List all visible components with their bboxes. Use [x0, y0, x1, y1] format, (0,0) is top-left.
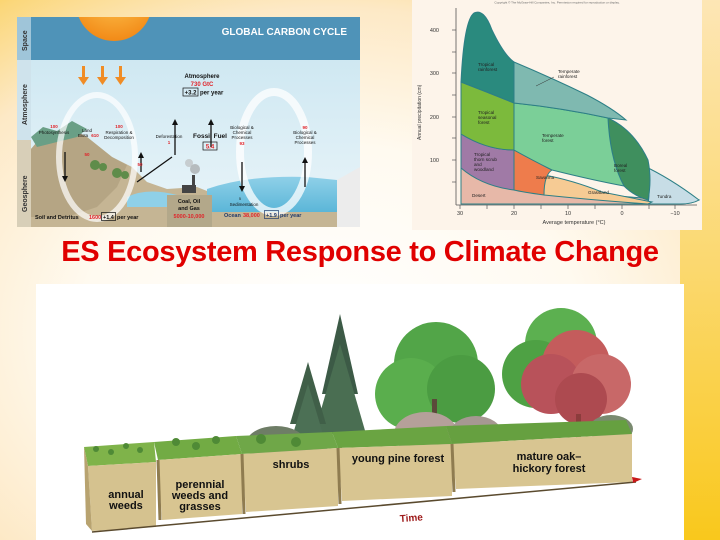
y-tick-300: 300	[430, 71, 439, 77]
land-biota-label2: Biota	[78, 133, 89, 138]
atmosphere-label: Atmosphere	[184, 74, 220, 80]
bio-chem-up-label3: Processes	[294, 140, 316, 145]
bio-chem-up-value: 90	[302, 125, 308, 130]
bio-chem-down-label3: Processes	[231, 135, 253, 140]
x-axis-label: Average temperature (°C)	[543, 220, 606, 226]
fossil-fuel-label: Fossil Fuel	[193, 133, 227, 140]
photosynthesis-value: 100	[50, 124, 58, 129]
stage-annual-weeds-line2: weeds	[108, 500, 143, 512]
respiration-value: 100	[115, 124, 123, 129]
time-arrow-icon	[632, 477, 642, 483]
land-biota-label: Land	[82, 128, 93, 133]
layer-atmosphere: Atmosphere	[22, 84, 29, 125]
succession-illustration: annual weeds perennial weeds and grasses…	[36, 284, 684, 540]
y-axis-label: Annual precipitation (cm)	[417, 84, 423, 140]
layer-geosphere: Geosphere	[22, 175, 29, 212]
fossil-store-amount: 5000-10,000	[174, 214, 205, 220]
photosynthesis-label: Photosynthesis	[39, 130, 70, 135]
y-tick-100: 100	[430, 158, 439, 164]
time-axis-label: Time	[399, 512, 423, 525]
soil-per-year: per year	[117, 215, 139, 221]
ocean-amount: 38,000	[243, 213, 260, 219]
atmosphere-per-year: per year	[200, 91, 224, 97]
stage-annual-weeds-line1: annual	[108, 489, 143, 501]
layer-space: Space	[22, 30, 29, 51]
respiration-label2: Decomposition	[104, 135, 134, 140]
stage-mature-oak-line1: mature oak–	[517, 451, 582, 463]
fossil-store-label2: and Gas	[178, 206, 200, 212]
soil-blocks	[84, 420, 637, 533]
x-tick-10: 10	[565, 211, 571, 217]
soil-amount: 1600	[89, 215, 101, 221]
label-tundra: Tundra	[657, 194, 672, 199]
label-grassland: Grassland	[588, 190, 609, 195]
bio-chem-down-label: Biological &	[230, 125, 254, 130]
ocean-change: +1.9	[266, 213, 277, 219]
deforestation-value: 1	[168, 140, 171, 145]
land-biota-value: 610	[91, 133, 99, 138]
carbon-cycle-diagram: Space Atmosphere Geosphere GLOBAL CARBON…	[17, 17, 360, 227]
fossil-store-label: Coal, Oil	[178, 199, 201, 205]
soil-label: Soil and Detritus	[35, 215, 79, 221]
bio-chem-down-label2: Chemical	[233, 130, 252, 135]
stage-shrubs: shrubs	[273, 459, 310, 471]
x-tick-minus10: −10	[670, 211, 679, 217]
label-desert: Desert	[472, 193, 486, 198]
soil-change: +1.4	[103, 215, 115, 221]
stage-perennial-line1: perennial	[176, 479, 225, 491]
stage-perennial-line2: weeds and	[171, 490, 228, 502]
ocean-label: Ocean	[224, 213, 241, 219]
chart-copyright: Copyright © The McGraw-Hill Companies, I…	[494, 1, 619, 5]
stage-perennial-line3: grasses	[179, 501, 221, 513]
sedimentation-value: 5	[239, 197, 241, 201]
bio-chem-up-label: Biological &	[293, 130, 317, 135]
x-tick-20: 20	[511, 211, 517, 217]
respiration-label: Respiration &	[105, 130, 132, 135]
biome-chart: Copyright © The McGraw-Hill Companies, I…	[412, 0, 702, 230]
y-tick-200: 200	[430, 115, 439, 121]
x-tick-30: 30	[457, 211, 463, 217]
atmosphere-change: +3.2	[185, 91, 198, 97]
carbon-cycle-title: GLOBAL CARBON CYCLE	[222, 27, 348, 38]
slide-title: ES Ecosystem Response to Climate Change	[61, 236, 659, 268]
atmosphere-amount: 730 GtC	[191, 82, 214, 88]
runoff-value: 50	[137, 162, 143, 167]
stage-young-pine-forest: young pine forest	[352, 453, 445, 465]
fossil-fuel-value: 5.4	[206, 145, 215, 151]
y-tick-400: 400	[430, 28, 439, 34]
litter-value: 50	[84, 152, 90, 157]
x-tick-0: 0	[620, 211, 623, 217]
ocean-per-year: per year	[280, 213, 302, 219]
deforestation-label: Deforestation	[156, 134, 183, 139]
stage-mature-oak-line2: hickory forest	[513, 463, 586, 475]
sedimentation-label: Sedimentation	[230, 202, 259, 207]
bio-chem-down-value: 93	[239, 141, 245, 146]
bio-chem-up-label2: Chemical	[296, 135, 315, 140]
label-savanna: Savanna	[536, 175, 555, 180]
